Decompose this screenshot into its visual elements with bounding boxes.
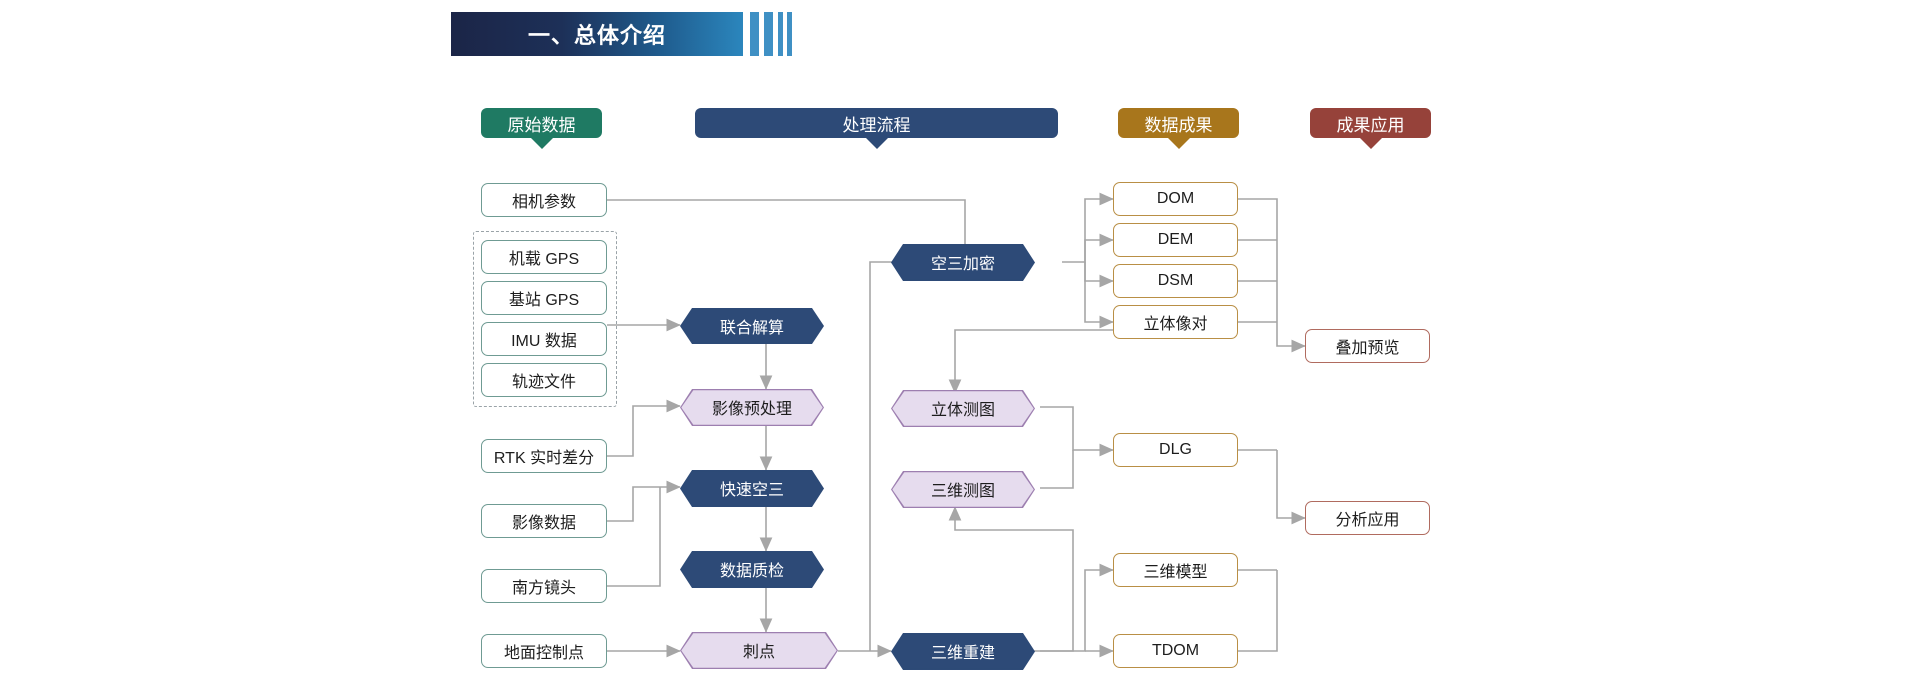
banner-tip-icon xyxy=(530,138,553,149)
output-dsm[interactable]: DSM xyxy=(1113,264,1238,298)
output-dem[interactable]: DEM xyxy=(1113,223,1238,257)
banner-tip-icon xyxy=(1167,138,1190,149)
process-point-picking[interactable]: 刺点 xyxy=(680,632,838,669)
node-label: DEM xyxy=(1157,231,1194,248)
process-3d-mapping[interactable]: 三维测图 xyxy=(891,471,1035,508)
input-southern-lens[interactable]: 南方镜头 xyxy=(481,569,607,603)
column-banner-outputs-label: 数据成果 xyxy=(1144,115,1213,135)
node-label: 刺点 xyxy=(742,644,775,662)
node-label-wrap: 三维重建 xyxy=(892,634,1033,668)
column-banner-processing-label: 处理流程 xyxy=(842,115,911,135)
node-label: 数据质检 xyxy=(719,563,784,581)
node-label: TDOM xyxy=(1151,642,1200,659)
node-label: 快速空三 xyxy=(719,482,784,500)
node-label: 叠加预览 xyxy=(1335,340,1400,357)
output-dom[interactable]: DOM xyxy=(1113,182,1238,216)
section-title: 一、总体介绍 xyxy=(527,23,666,48)
node-label: 影像预处理 xyxy=(711,401,792,419)
node-label: 相机参数 xyxy=(511,194,576,211)
gps-imu-group xyxy=(473,231,617,407)
application-analysis[interactable]: 分析应用 xyxy=(1305,501,1430,535)
node-label: 联合解算 xyxy=(719,319,784,337)
node-label: RTK 实时差分 xyxy=(493,450,595,467)
process-joint-solution[interactable]: 联合解算 xyxy=(680,308,824,344)
column-banner-outputs: 数据成果 xyxy=(1118,108,1239,149)
column-banner-processing: 处理流程 xyxy=(695,108,1058,149)
header-decor-bar-2 xyxy=(764,12,773,56)
column-banner-raw-data-label: 原始数据 xyxy=(507,115,576,135)
section-header-banner: 一、总体介绍 xyxy=(451,12,743,56)
input-image-data[interactable]: 影像数据 xyxy=(481,504,607,538)
header-decor-bar-3 xyxy=(778,12,783,56)
node-label: 轨迹文件 xyxy=(511,374,576,391)
node-label-wrap: 影像预处理 xyxy=(681,390,822,424)
node-label: 机载 GPS xyxy=(508,251,580,268)
header-decor-bar-1 xyxy=(750,12,759,56)
node-label: DSM xyxy=(1157,272,1194,289)
process-data-quality-check[interactable]: 数据质检 xyxy=(680,551,824,588)
node-label-wrap: 三维测图 xyxy=(892,472,1033,506)
input-camera-params[interactable]: 相机参数 xyxy=(481,183,607,217)
node-label: 立体测图 xyxy=(930,402,995,420)
banner-tip-icon xyxy=(865,138,888,149)
column-banner-raw-data: 原始数据 xyxy=(481,108,602,149)
output-tdom[interactable]: TDOM xyxy=(1113,634,1238,668)
column-banner-applications-label: 成果应用 xyxy=(1336,115,1405,135)
node-label: 立体像对 xyxy=(1143,316,1208,333)
node-label: 三维重建 xyxy=(930,645,995,663)
node-label: IMU 数据 xyxy=(511,333,577,350)
output-dlg[interactable]: DLG xyxy=(1113,433,1238,467)
process-aerial-triangulation-densify[interactable]: 空三加密 xyxy=(891,244,1035,281)
process-3d-reconstruction[interactable]: 三维重建 xyxy=(891,633,1035,670)
node-label: 分析应用 xyxy=(1335,512,1400,529)
input-base-gps[interactable]: 基站 GPS xyxy=(481,281,607,315)
node-label: 三维模型 xyxy=(1143,564,1208,581)
node-label-wrap: 快速空三 xyxy=(681,471,822,505)
output-stereo-pair[interactable]: 立体像对 xyxy=(1113,305,1238,339)
node-label-wrap: 刺点 xyxy=(681,633,836,667)
node-label-wrap: 立体测图 xyxy=(892,391,1033,425)
input-airborne-gps[interactable]: 机载 GPS xyxy=(481,240,607,274)
node-label: 三维测图 xyxy=(930,483,995,501)
banner-tip-icon xyxy=(1359,138,1382,149)
node-label-wrap: 数据质检 xyxy=(681,552,822,586)
node-label: 空三加密 xyxy=(930,256,995,274)
node-label: 基站 GPS xyxy=(508,292,580,309)
node-label: 南方镜头 xyxy=(511,580,576,597)
application-overlay-preview[interactable]: 叠加预览 xyxy=(1305,329,1430,363)
column-banner-applications: 成果应用 xyxy=(1310,108,1431,149)
node-label: DLG xyxy=(1159,441,1192,458)
header-decor-bar-4 xyxy=(787,12,792,56)
node-label-wrap: 空三加密 xyxy=(892,245,1033,279)
node-label-wrap: 联合解算 xyxy=(681,309,822,342)
output-3d-model[interactable]: 三维模型 xyxy=(1113,553,1238,587)
input-ground-control-point[interactable]: 地面控制点 xyxy=(481,634,607,668)
node-label: 地面控制点 xyxy=(503,645,584,662)
input-rtk-realtime-diff[interactable]: RTK 实时差分 xyxy=(481,439,607,473)
process-image-preprocess[interactable]: 影像预处理 xyxy=(680,389,824,426)
input-track-file[interactable]: 轨迹文件 xyxy=(481,363,607,397)
input-imu-data[interactable]: IMU 数据 xyxy=(481,322,607,356)
node-label: DOM xyxy=(1156,190,1195,207)
process-fast-aerial-triangulation[interactable]: 快速空三 xyxy=(680,470,824,507)
process-stereo-mapping[interactable]: 立体测图 xyxy=(891,390,1035,427)
node-label: 影像数据 xyxy=(511,515,576,532)
